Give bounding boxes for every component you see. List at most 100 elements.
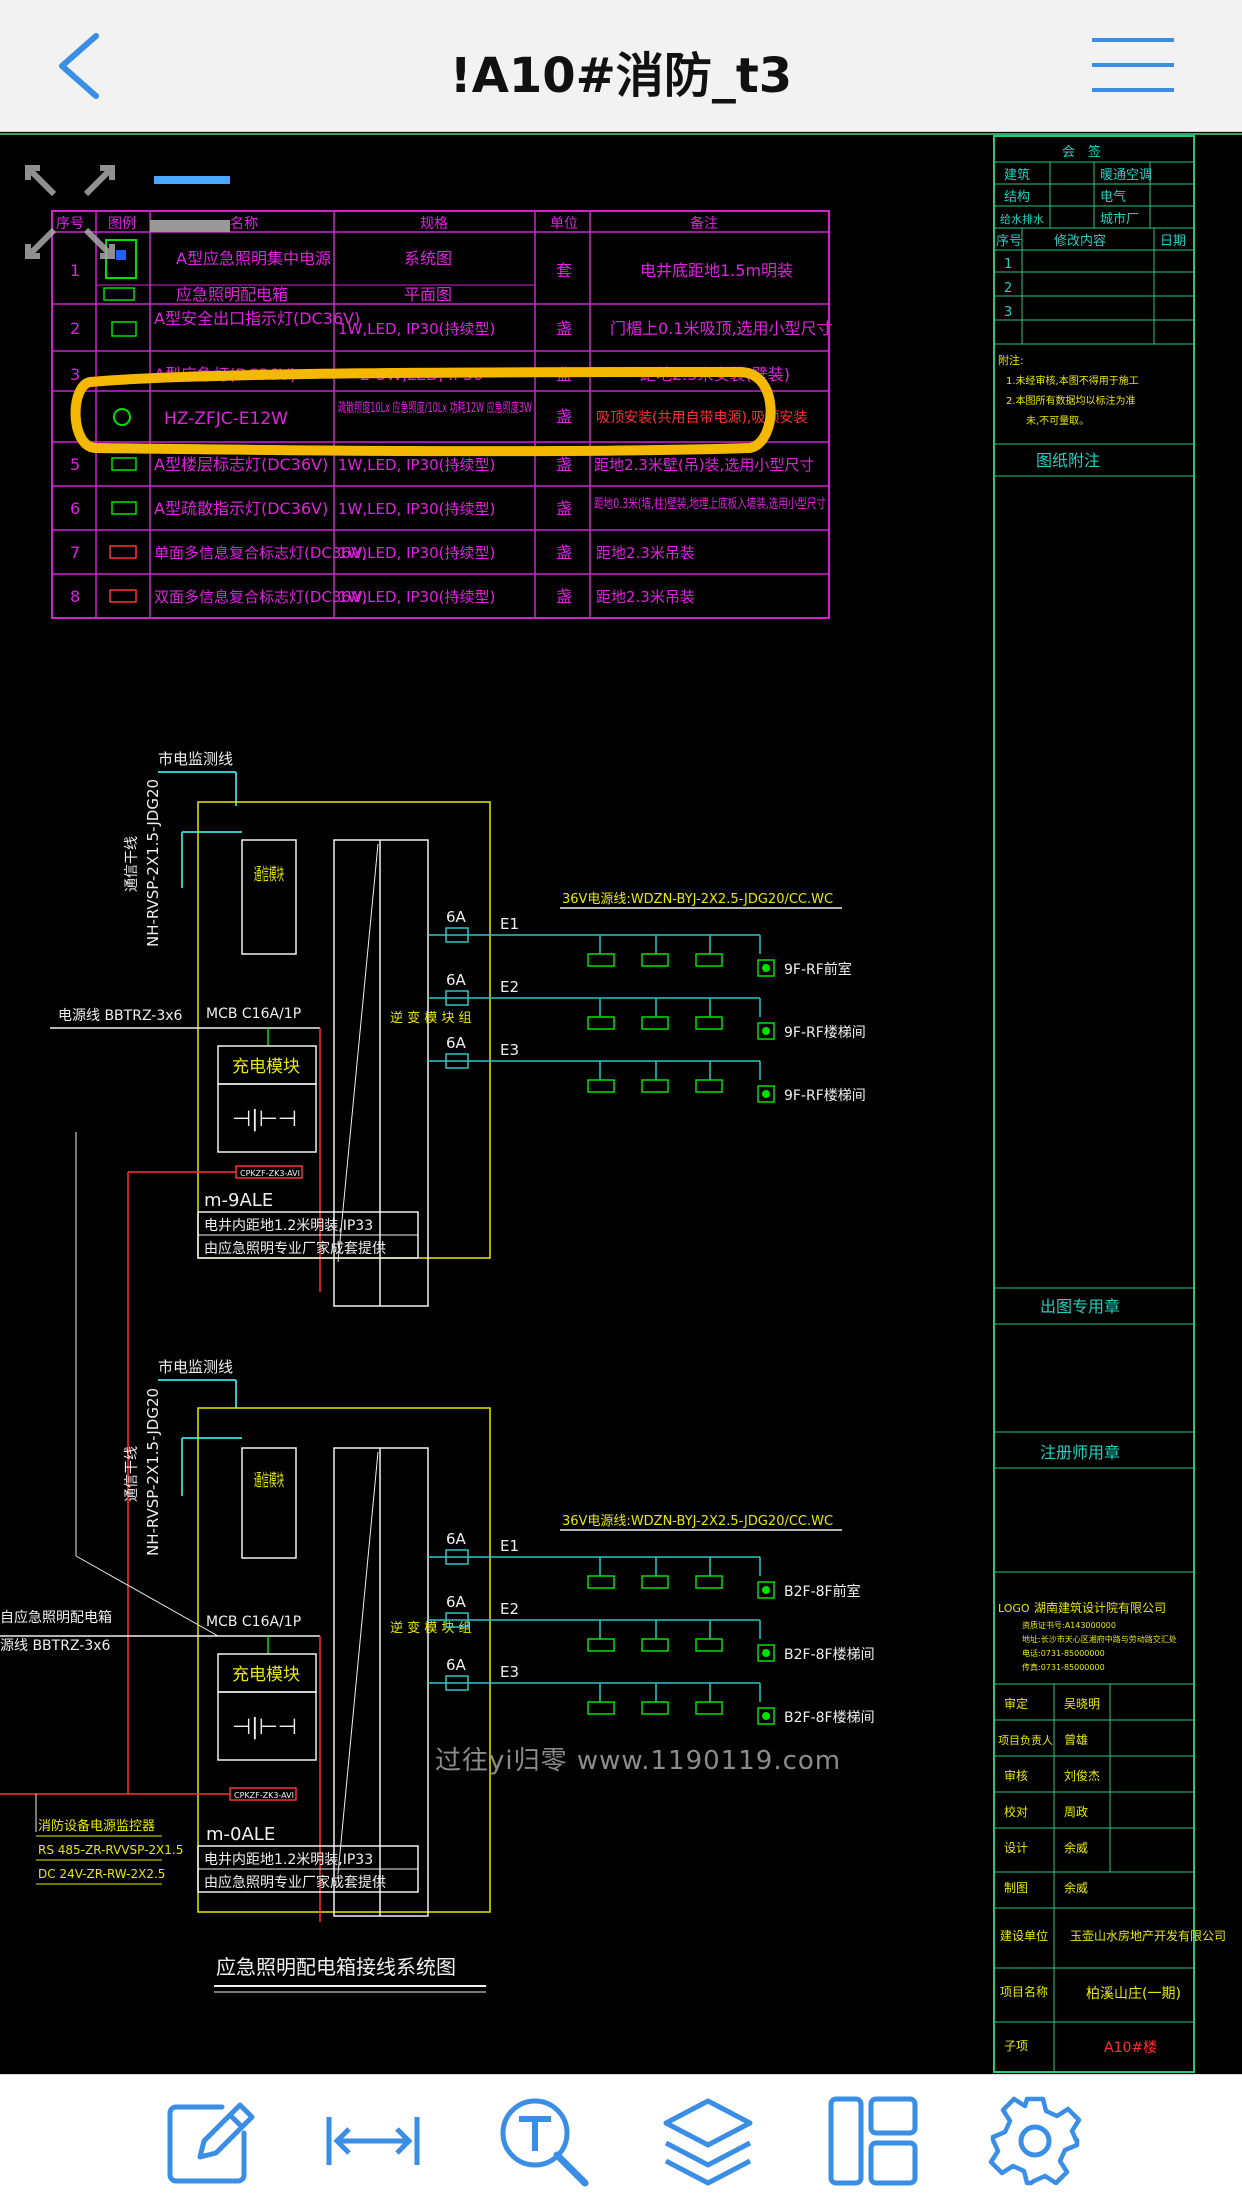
monitor-label: 市电监测线 (158, 1358, 233, 1376)
table-cell: 6 (70, 499, 80, 518)
box-note-1: 电井内距地1.2米明装,IP33 (204, 1218, 373, 1234)
rev-header: 序号 (996, 234, 1022, 249)
table-cell: 1W,LED, IP30(持续型) (338, 500, 495, 518)
company-line: 资质证书号:A143000000 (1022, 1620, 1116, 1630)
rev-header: 修改内容 (1054, 233, 1106, 249)
measure-icon[interactable] (325, 2093, 421, 2189)
role-label: 审定 (1004, 1696, 1028, 1711)
endpoint-label: 9F-RF楼梯间 (784, 1025, 866, 1041)
table-cell: A型安全出口指示灯(DC36V) (154, 309, 360, 328)
table-cell: 盏 (556, 319, 572, 338)
hamburger-menu-icon[interactable] (1090, 34, 1176, 96)
table-header-no: 序号 (56, 216, 84, 232)
table-cell: 1W,LED, IP30(持续型) (338, 320, 495, 338)
top-nav-bar: !A10#消防_t3 (0, 0, 1242, 132)
sig-cell: 结构 (1004, 190, 1030, 205)
stamp-label: 出图专用章 (1040, 1297, 1120, 1316)
box-name: m-0ALE (206, 1824, 275, 1845)
table-cell: 8 (70, 587, 80, 606)
text-search-icon[interactable] (495, 2093, 591, 2189)
circuit-label: E2 (500, 978, 519, 996)
rev-cell: 3 (1004, 305, 1012, 320)
table-cell: 1W,LED, IP30(持续型) (338, 544, 495, 562)
circuit-label: E2 (500, 1600, 519, 1618)
role-name: 吴晓明 (1064, 1697, 1100, 1711)
table-cell: A型疏散指示灯(DC36V) (154, 499, 328, 518)
power-label: 自应急照明配电箱 (0, 1609, 112, 1626)
table-cell: 吸顶安装(共用自带电源),吸顶安装 (596, 410, 807, 426)
notes-title: 附注: (998, 353, 1024, 367)
table-cell: 双面多信息复合标志灯(DC36V) (154, 588, 367, 606)
table-cell: 1W,LED, IP30(持续型) (338, 588, 495, 606)
table-cell: 距地2.3米吊装 (596, 588, 695, 606)
power-label: 源线 BBTRZ-3x6 (0, 1638, 111, 1654)
zoom-indicator (154, 176, 230, 184)
battery-symbol: ⊣|⊢⊣ (232, 1715, 297, 1740)
legend-title: 消防设备电源监控器 (38, 1818, 155, 1834)
role-label: 校对 (1004, 1804, 1028, 1819)
table-cell: 盏 (556, 543, 572, 562)
note-line: 1.未经审核,本图不得用于施工 (1006, 374, 1139, 387)
company-logo: LOGO (998, 1602, 1030, 1615)
company-name: 湖南建筑设计院有限公司 (1034, 1600, 1166, 1615)
drawing-canvas[interactable]: 序号 图例 名称 规格 单位 备注 1 A型应急照明集中电源 系统图 套 电井底… (0, 132, 1242, 2074)
table-cell: 系统图 (404, 249, 452, 268)
breaker-label: 6A (446, 908, 467, 926)
table-cell: 盏 (556, 455, 572, 474)
sig-cell: 电气 (1100, 189, 1126, 205)
table-cell: 7 (70, 543, 80, 562)
inverter-glyphs: 逆 变 模 块 组 (390, 1620, 472, 1636)
client-name: 玉壶山水房地产开发有限公司 (1070, 1928, 1226, 1943)
sig-header: 会 签 (1062, 144, 1101, 160)
role-name: 曾雄 (1064, 1732, 1088, 1747)
layers-icon[interactable] (660, 2093, 756, 2189)
project-name: 柏溪山庄(一期) (1086, 1985, 1181, 2002)
table-cell: A型楼层标志灯(DC36V) (154, 455, 328, 474)
client-label: 建设单位 (1000, 1928, 1048, 1943)
gear-icon[interactable] (987, 2093, 1083, 2189)
circuit-label: E3 (500, 1663, 519, 1681)
drawing-note: 图纸附注 (1036, 451, 1100, 470)
bottom-toolbar (0, 2074, 1242, 2209)
selection-bar (150, 220, 230, 232)
breaker-label: 6A (446, 1656, 467, 1674)
trunk-label: NH-RVSP-2X1.5-JDG20 (144, 779, 162, 947)
power-label: 电源线 BBTRZ-3x6 (58, 1008, 183, 1024)
table-cell: A型应急照明集中电源 (176, 249, 331, 268)
edit-icon[interactable] (160, 2093, 256, 2189)
table-cell: 距地2.3米壁(吊)装,选用小型尺寸 (594, 456, 814, 474)
table-cell: 5 (70, 455, 80, 474)
charge-module: 充电模块 (232, 1057, 300, 1077)
chevron-left-icon[interactable] (40, 28, 120, 104)
table-cell: 距地2.3米吊装 (596, 544, 695, 562)
box-note-2: 由应急照明专业厂家成套提供 (204, 1874, 386, 1891)
circuit-label: E1 (500, 915, 519, 933)
table-cell: 电井底距地1.5m明装 (640, 261, 793, 280)
rev-cell: 1 (1004, 257, 1012, 272)
sig-cell: 城市厂 (1100, 211, 1139, 227)
table-cell: 套 (556, 261, 572, 280)
table-header-note: 备注 (690, 215, 718, 232)
table-header-icon: 图例 (108, 216, 136, 232)
module-tag: CPKZF-ZK3-AVI (234, 1791, 294, 1800)
role-name: 刘俊杰 (1064, 1768, 1100, 1783)
role-label: 制图 (1004, 1881, 1028, 1895)
mcb-label: MCB C16A/1P (206, 1614, 301, 1630)
breaker-label: 6A (446, 1034, 467, 1052)
endpoint-label: B2F-8F前室 (784, 1583, 861, 1600)
box-note-1: 电井内距地1.2米明装,IP33 (204, 1852, 373, 1868)
comm-module: 通信模块 (254, 865, 284, 885)
expand-arrows-icon[interactable] (20, 162, 120, 262)
table-cell: 门楣上0.1米吸顶,选用小型尺寸 (610, 319, 833, 338)
table-cell: 1W,LED, IP30(持续型) (338, 456, 495, 474)
endpoint-label: 9F-RF前室 (784, 961, 852, 978)
table-cell: 盏 (556, 587, 572, 606)
table-cell: 3 (70, 365, 80, 384)
project-label: 项目名称 (1000, 1984, 1048, 1999)
breaker-label: 6A (446, 1593, 467, 1611)
endpoint-label: B2F-8F楼梯间 (784, 1710, 875, 1726)
role-label: 审核 (1004, 1768, 1028, 1783)
box-note-2: 由应急照明专业厂家成套提供 (204, 1240, 386, 1257)
layout-icon[interactable] (825, 2093, 921, 2189)
role-name: 余威 (1064, 1840, 1088, 1855)
